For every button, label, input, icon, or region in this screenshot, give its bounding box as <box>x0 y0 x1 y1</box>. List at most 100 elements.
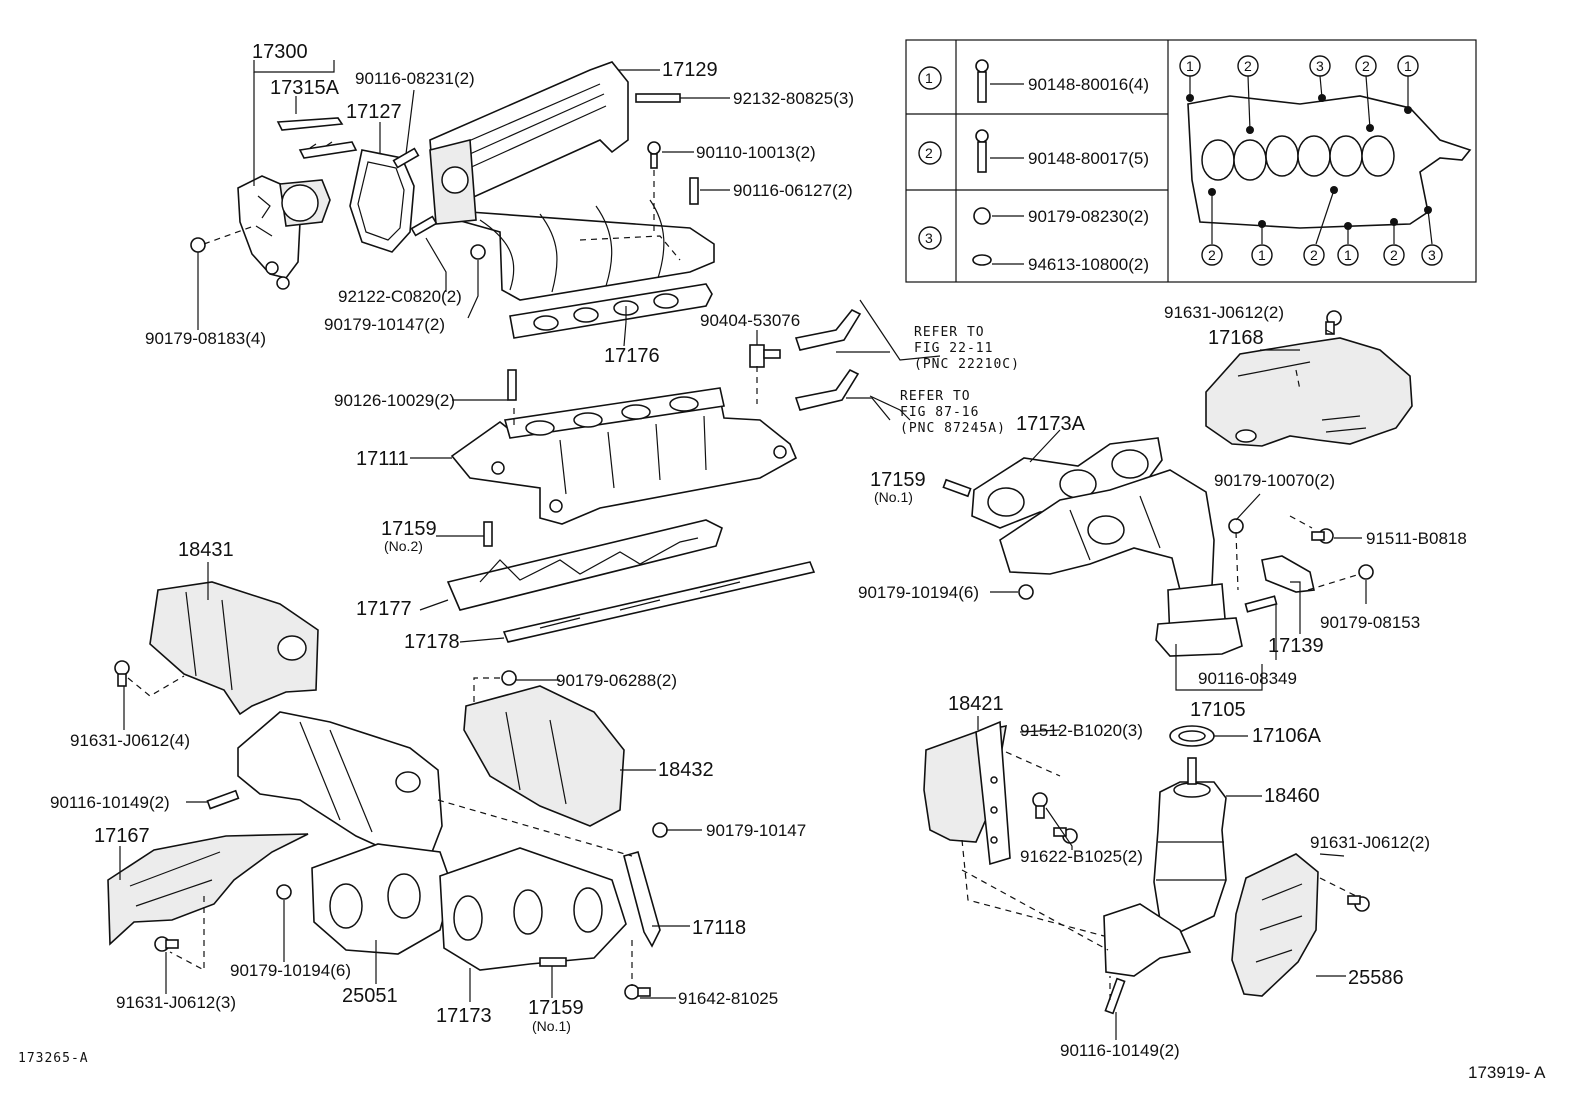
label-18432: 18432 <box>658 759 714 781</box>
bracket-17139 <box>1261 555 1315 593</box>
fitting-90404-53076 <box>749 344 781 368</box>
footer-right-code: 173919- A <box>1468 1063 1546 1082</box>
heat-shield-17168 <box>1205 337 1413 447</box>
gasket-top-marker-1: 1 <box>1186 58 1194 74</box>
label-90116-10149-bottom: 90116-10149(2) <box>1060 1041 1180 1060</box>
bolt-91622-b1025 <box>1032 792 1048 819</box>
label-90179-10147-2: 90179-10147(2) <box>324 315 445 334</box>
gasket-17177 <box>446 519 723 611</box>
label-91511-b0818: 91511-B0818 <box>1366 529 1467 548</box>
label-91622-b1025: 91622-B1025(2) <box>1020 847 1143 866</box>
intake-plenum-17129 <box>429 61 715 301</box>
label-17315A: 17315A <box>270 77 340 99</box>
label-18421: 18421 <box>948 693 1004 715</box>
label-17173A: 17173A <box>1016 413 1086 435</box>
throttle-body-gasket <box>276 117 358 159</box>
footer-left-code: 173265-A <box>18 1051 89 1066</box>
label-17159-no1-bottom-sub: (No.1) <box>532 1018 571 1034</box>
legend-index-1: 1 <box>925 70 933 86</box>
legend-index-2: 2 <box>925 145 933 161</box>
gasket-bottom-marker-6: 3 <box>1428 247 1436 263</box>
legend-part-3b: 94613-10800(2) <box>1028 255 1149 274</box>
bolt-91511-b0818 <box>1311 528 1334 544</box>
gasket-bottom-marker-5: 2 <box>1390 247 1398 263</box>
legend-part-2: 90148-80017(5) <box>1028 149 1149 168</box>
gasket-top-marker-2: 2 <box>1244 58 1252 74</box>
stud-90116-08349 <box>1244 595 1278 613</box>
gasket-bottom-marker-4: 1 <box>1344 247 1352 263</box>
label-90110-10013: 90110-10013(2) <box>696 143 816 162</box>
bolt-icon-row1 <box>975 59 989 103</box>
bolt-90110-10013 <box>647 141 661 169</box>
stud-17159-no2 <box>483 521 493 547</box>
gasket-top-marker-3: 3 <box>1316 58 1324 74</box>
label-91642-81025: 91642-81025 <box>678 989 778 1008</box>
label-17118: 17118 <box>692 917 746 939</box>
legend-index-3: 3 <box>925 230 933 246</box>
leader-lines <box>119 60 1367 1040</box>
refer-note-2-line1: REFER TO <box>900 389 971 404</box>
refer-note-2-line3: (PNC 87245A) <box>900 421 1006 436</box>
label-25051: 25051 <box>342 985 398 1007</box>
stud-92132-80825 <box>635 93 681 103</box>
label-90179-08183: 90179-08183(4) <box>145 329 266 348</box>
label-17300: 17300 <box>252 41 308 63</box>
refer-note-2-line2: FIG 87-16 <box>900 405 979 420</box>
label-92122-c0820: 92122-C0820(2) <box>338 287 462 306</box>
throttle-body-assembly <box>237 175 331 290</box>
legend-box <box>905 39 1477 283</box>
label-91512-b1020: 91512-B1020(3) <box>1020 721 1143 740</box>
label-17159-no2: 17159 <box>381 518 437 540</box>
label-91631-j0612-4: 91631-J0612(4) <box>70 731 190 750</box>
label-17106A: 17106A <box>1252 725 1322 747</box>
intake-gasket-17176 <box>509 283 713 339</box>
bolt-91631-j0612-top <box>1325 310 1342 335</box>
nut-90179-10147-left <box>470 244 486 260</box>
gasket-top-marker-4: 2 <box>1362 58 1370 74</box>
label-91631-j0612-3: 91631-J0612(3) <box>116 993 236 1012</box>
catalyst-manifold-25051 <box>237 711 453 955</box>
label-17168: 17168 <box>1208 327 1264 349</box>
nut-90179-10194-left <box>276 884 292 900</box>
exhaust-manifold-17105 <box>999 469 1243 657</box>
label-90116-10149-left: 90116-10149(2) <box>50 793 170 812</box>
heat-shield-18421 <box>923 720 1011 866</box>
gasket-top-marker-5: 1 <box>1404 58 1412 74</box>
label-90179-10070: 90179-10070(2) <box>1214 471 1335 490</box>
label-17167: 17167 <box>94 825 150 847</box>
label-17159-no1-right-sub: (No.1) <box>874 489 913 505</box>
label-17129: 17129 <box>662 59 718 81</box>
refer-note-1-line2: FIG 22-11 <box>914 341 993 356</box>
gasket-bottom-marker-3: 2 <box>1310 247 1318 263</box>
heat-shield-18431 <box>149 581 319 716</box>
label-91631-j0612-2-top: 91631-J0612(2) <box>1164 303 1284 322</box>
heat-shield-25586 <box>1231 853 1319 997</box>
label-17176: 17176 <box>604 345 660 367</box>
stud-90116-10149-bottom <box>1104 977 1126 1015</box>
label-17127: 17127 <box>346 101 402 123</box>
label-90179-10194-right: 90179-10194(6) <box>858 583 979 602</box>
intake-gasket-17127 <box>349 149 415 253</box>
manifold-gasket-17173 <box>439 847 627 971</box>
part-labels: 17300 17315A 17127 90116-08231(2) 17129 … <box>50 41 1467 1060</box>
label-17111: 17111 <box>356 448 409 470</box>
bracket-17118 <box>623 851 661 948</box>
stud-90116-08231 <box>392 147 420 169</box>
stud-90126-10029 <box>507 369 517 401</box>
stud-90116-06127 <box>689 177 699 205</box>
intake-manifold-17111 <box>450 387 798 525</box>
label-17159-no1-bottom: 17159 <box>528 997 584 1019</box>
legend-part-3a: 90179-08230(2) <box>1028 207 1149 226</box>
label-91631-j0612-2-bottom: 91631-J0612(2) <box>1310 833 1430 852</box>
bolt-icon-row2 <box>975 129 989 173</box>
label-18460: 18460 <box>1264 785 1320 807</box>
refer-note-1-line3: (PNC 22210C) <box>914 357 1020 372</box>
label-90116-08349: 90116-08349 <box>1198 669 1297 688</box>
label-90404-53076: 90404-53076 <box>700 311 800 330</box>
bolt-91631-j0612-3 <box>154 936 179 952</box>
catalyst-18460 <box>1103 757 1227 977</box>
label-17159-no1-right: 17159 <box>870 469 926 491</box>
label-90179-06288: 90179-06288(2) <box>556 671 677 690</box>
manifold-gasket-bolt-pattern <box>1186 75 1472 245</box>
